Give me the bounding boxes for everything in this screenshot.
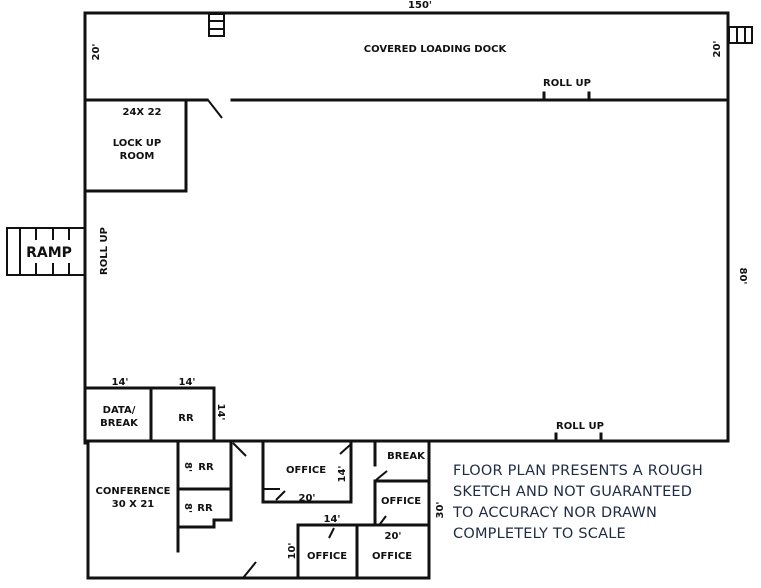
- south-roll-up: [554, 432, 603, 443]
- office-4-label: OFFICE: [307, 551, 347, 562]
- office-4-width-label: 14': [324, 514, 341, 525]
- door-swing: [339, 444, 351, 455]
- rr-2-size-label: 8': [182, 503, 193, 513]
- loading-dock-label: COVERED LOADING DOCK: [364, 44, 508, 55]
- stairs-right: [728, 26, 753, 44]
- door-swing: [375, 470, 388, 481]
- ramp-label: RAMP: [26, 245, 72, 261]
- building-outline: [83, 11, 730, 445]
- dock-right-depth-label: 20': [712, 41, 723, 58]
- office-1-depth-label: 14': [337, 466, 348, 483]
- ramp-roll-up-label: ROLL UP: [99, 227, 110, 275]
- door-swing: [232, 442, 247, 457]
- disclaimer-line: COMPLETELY TO SCALE: [453, 526, 626, 542]
- disclaimer-note: FLOOR PLAN PRESENTS A ROUGH SKETCH AND N…: [453, 461, 753, 545]
- restroom-cluster: [176, 441, 257, 579]
- rr-2-label: RR: [197, 503, 213, 514]
- data-break-label-line1: DATA/: [103, 405, 136, 416]
- door-swing: [242, 561, 257, 579]
- south-roll-up-label: ROLL UP: [556, 421, 604, 432]
- stairs-top: [208, 13, 225, 37]
- break-room-label: BREAK: [387, 451, 426, 462]
- disclaimer-line: FLOOR PLAN PRESENTS A ROUGH: [453, 463, 703, 479]
- lock-up-room: [83, 98, 188, 193]
- rr-1-label: RR: [198, 462, 214, 473]
- lock-up-size-label: 24X 22: [122, 107, 161, 118]
- office-5-label: OFFICE: [372, 551, 412, 562]
- door-swing: [379, 515, 387, 525]
- data-break-block: [83, 386, 216, 443]
- overall-width-label: 150': [408, 0, 432, 11]
- dock-left-depth-label: 20': [91, 44, 102, 61]
- dock-roll-up-label: ROLL UP: [543, 78, 591, 89]
- door-swing: [328, 527, 335, 539]
- data-break-width-label: 14': [112, 377, 129, 388]
- office-5-width-label: 20': [385, 531, 402, 542]
- overall-depth-label: 80': [737, 268, 748, 285]
- door-swing: [275, 490, 286, 501]
- dock-partition: [83, 91, 730, 119]
- restroom-top-label: RR: [178, 413, 194, 424]
- restroom-top-depth-label: 14': [215, 404, 226, 421]
- office-1: [261, 441, 353, 504]
- restroom-top-width-label: 14': [179, 377, 196, 388]
- door-swing: [207, 99, 223, 119]
- break-office-column: [373, 441, 431, 526]
- ramp: [6, 227, 86, 276]
- disclaimer-line: TO ACCURACY NOR DRAWN: [453, 505, 657, 521]
- office-wing: [86, 439, 431, 580]
- conference-label-line2: 30 X 21: [112, 499, 155, 510]
- office-wing-depth-label: 30': [435, 502, 446, 519]
- office-1-label: OFFICE: [286, 465, 326, 476]
- rr-1-size-label: 8': [182, 462, 193, 472]
- lock-up-label-line2: ROOM: [120, 151, 155, 162]
- office-1-width-label: 20': [299, 493, 316, 504]
- lock-up-label-line1: LOCK UP: [113, 138, 162, 149]
- office-4-depth-label: 10': [287, 543, 298, 560]
- office-3-label: OFFICE: [381, 496, 421, 507]
- conference-label-line1: CONFERENCE: [96, 486, 171, 497]
- bottom-offices: [296, 523, 431, 580]
- data-break-label-line2: BREAK: [100, 418, 139, 429]
- disclaimer-line: SKETCH AND NOT GUARANTEED: [453, 484, 693, 500]
